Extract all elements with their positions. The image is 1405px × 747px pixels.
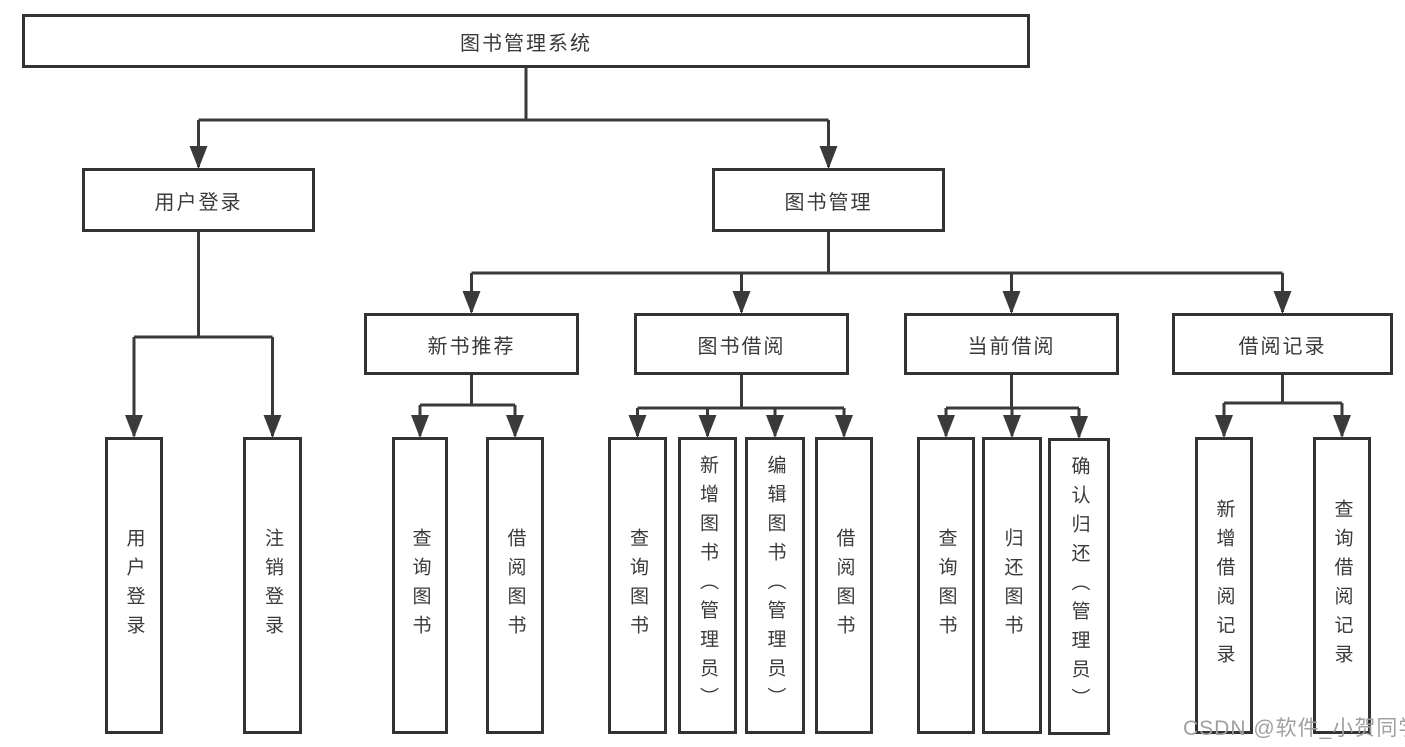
connector-root-to-level2 — [189, 68, 838, 169]
node-label: 注销登录 — [262, 527, 283, 644]
node-recommend-borrow-books: 借阅图书 — [486, 437, 544, 734]
connector-book-borrowing-to-leaves — [628, 375, 853, 438]
node-label: 借阅图书 — [833, 527, 855, 644]
node-label: 用户登录 — [154, 191, 243, 214]
node-borrowing-edit-books-admin: 编辑图书（管理员） — [745, 437, 805, 734]
node-borrowing-add-books-admin: 新增图书（管理员） — [678, 437, 737, 734]
node-borrowing-query-books: 查询图书 — [608, 437, 667, 734]
node-label: 新增借阅记录 — [1213, 498, 1235, 673]
connector-current-borrowing-to-leaves — [937, 375, 1088, 439]
node-label: 查询图书 — [409, 527, 431, 644]
node-new-book-recommendation: 新书推荐 — [364, 313, 579, 375]
node-borrowing-records: 借阅记录 — [1172, 313, 1393, 375]
node-label: 新书推荐 — [427, 335, 516, 358]
connector-new-book-recommendation-to-leaves — [411, 375, 524, 438]
node-current-borrowing: 当前借阅 — [904, 313, 1119, 375]
node-book-management: 图书管理 — [712, 168, 945, 232]
node-library-management-system: 图书管理系统 — [22, 14, 1030, 68]
node-label: 编辑图书（管理员） — [764, 455, 786, 716]
node-current-confirm-return-admin: 确认归还（管理员） — [1048, 438, 1110, 735]
connector-borrowing-records-to-leaves — [1215, 375, 1351, 438]
node-records-add-borrow-record: 新增借阅记录 — [1195, 437, 1253, 734]
node-label: 用户登录 — [123, 527, 145, 644]
watermark: CSDN @软件_小贺同学 — [1183, 717, 1405, 740]
node-label: 图书管理 — [784, 191, 873, 214]
node-label: 当前借阅 — [967, 335, 1056, 358]
node-label: 新增图书（管理员） — [697, 455, 718, 716]
node-label: 查询图书 — [627, 527, 648, 644]
node-label: 图书管理系统 — [460, 32, 592, 55]
node-label: 查询借阅记录 — [1331, 498, 1353, 673]
node-logout-leaf: 注销登录 — [243, 437, 302, 734]
node-borrowing-borrow-books: 借阅图书 — [815, 437, 873, 734]
connector-user-login-to-leaves — [125, 232, 282, 438]
node-label: 归还图书 — [1001, 527, 1023, 644]
node-book-borrowing: 图书借阅 — [634, 313, 849, 375]
connector-book-management-to-level3 — [462, 232, 1292, 314]
node-recommend-query-books: 查询图书 — [392, 437, 448, 734]
node-label: 借阅图书 — [504, 527, 526, 644]
node-current-query-books: 查询图书 — [917, 437, 975, 734]
node-user-login-leaf: 用户登录 — [105, 437, 163, 734]
node-current-return-books: 归还图书 — [982, 437, 1042, 734]
node-records-query-borrow-record: 查询借阅记录 — [1313, 437, 1371, 734]
node-label: 借阅记录 — [1238, 335, 1327, 358]
node-label: 查询图书 — [935, 527, 957, 644]
node-label: 确认归还（管理员） — [1068, 456, 1090, 717]
node-label: 图书借阅 — [697, 335, 786, 358]
node-user-login: 用户登录 — [82, 168, 315, 232]
